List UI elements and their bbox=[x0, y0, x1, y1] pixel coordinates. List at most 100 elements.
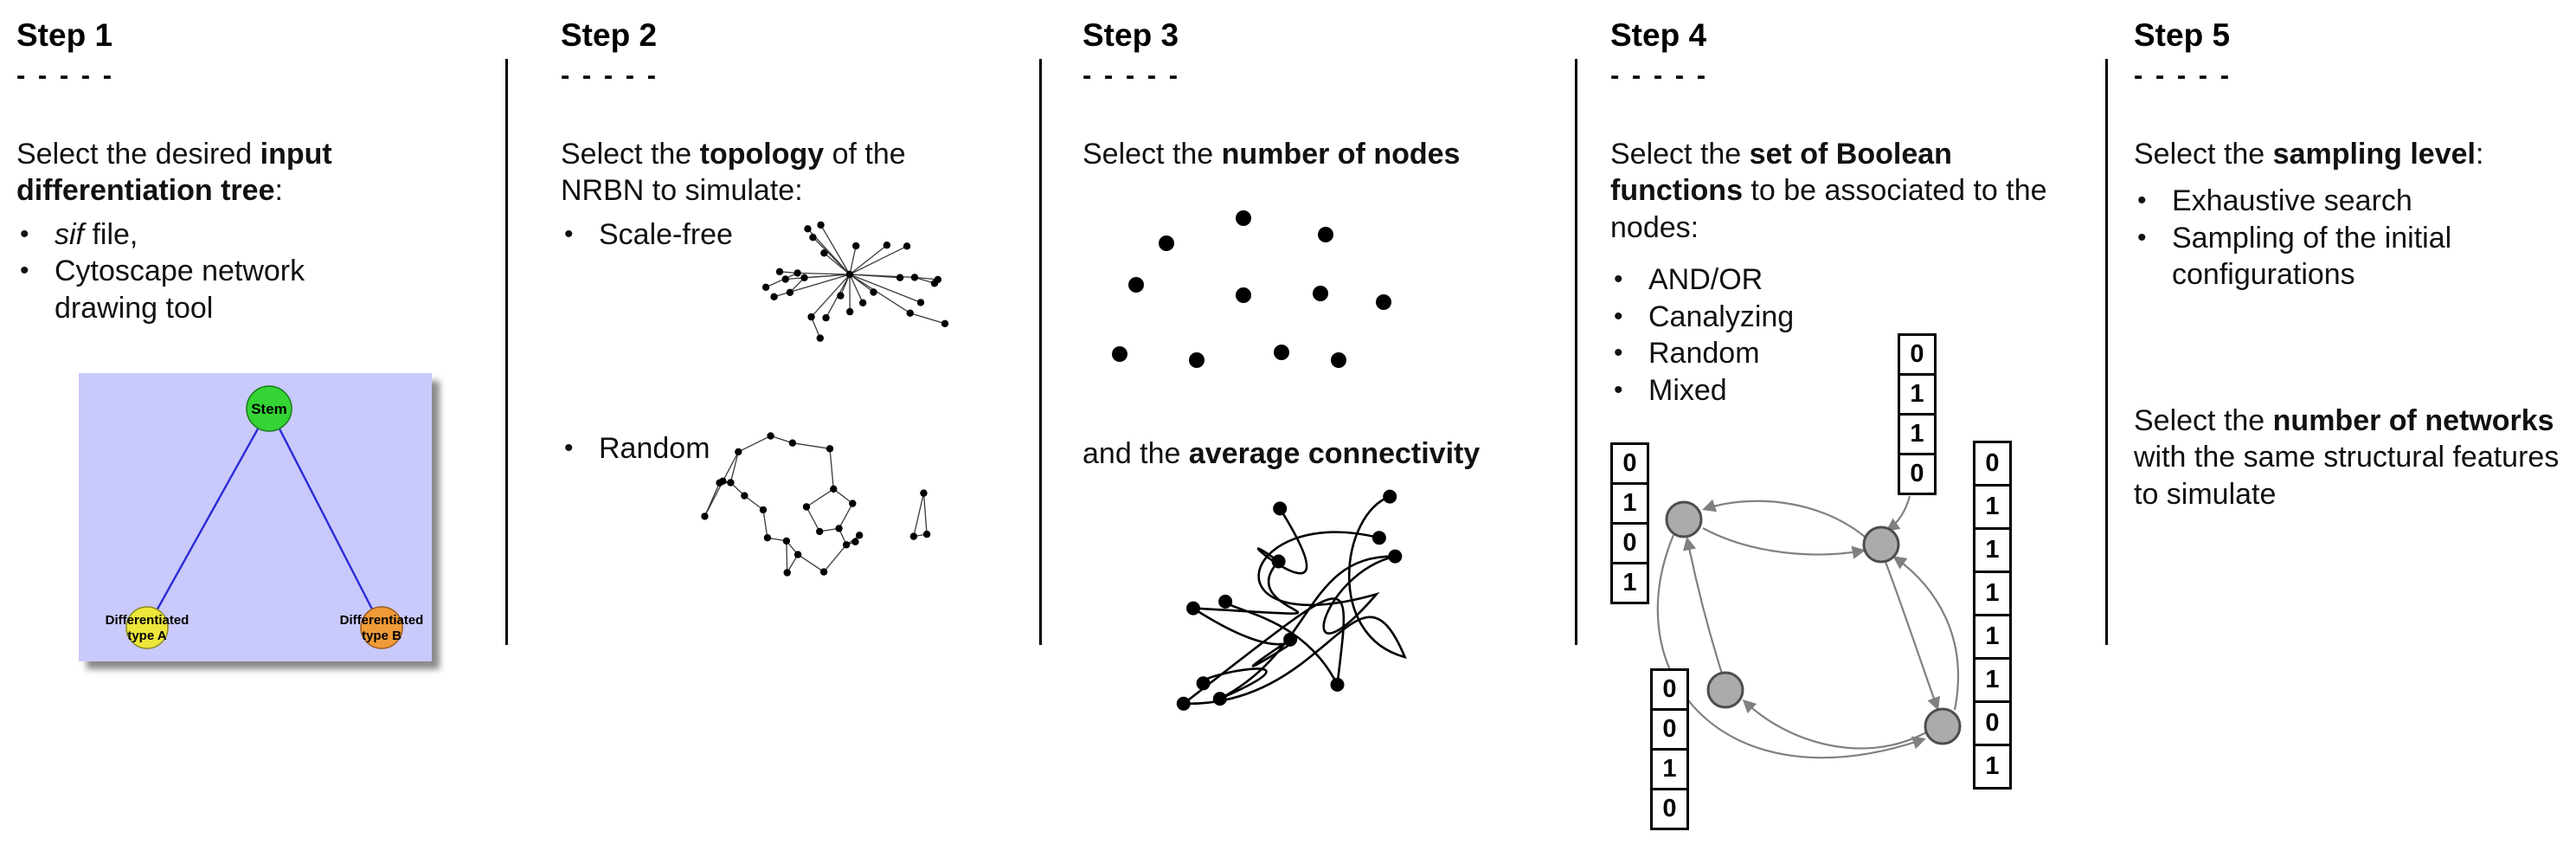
truth-table-cell: 0 bbox=[1610, 442, 1649, 485]
connectivity-tangle-svg bbox=[1176, 489, 1407, 711]
bullet-marker: • bbox=[1614, 265, 1623, 294]
stem-label: Stem bbox=[251, 401, 287, 417]
type-b-label-line1: Differentiated bbox=[340, 613, 424, 628]
step1-title: Step 1 bbox=[16, 17, 113, 53]
step3-column: Step 3 - - - - - Select the number of no… bbox=[1082, 0, 1602, 851]
tree-edge-right bbox=[267, 408, 383, 629]
list-item: •Random bbox=[1610, 335, 2060, 372]
step4-column: Step 4 - - - - - Select the set of Boole… bbox=[1610, 0, 2060, 851]
edge-b-to-a bbox=[1702, 499, 1866, 538]
truth-table-cell: 1 bbox=[1973, 571, 2012, 616]
step1-dashes: - - - - - bbox=[16, 59, 115, 90]
step5-intro-pre: Select the bbox=[2134, 137, 2273, 171]
network-node-d bbox=[1924, 707, 1962, 745]
bullet-marker: • bbox=[1614, 301, 1623, 331]
bullet-marker: • bbox=[20, 219, 29, 248]
truth-table-cell: 1 bbox=[1650, 748, 1689, 790]
list-item: • Exhaustive search bbox=[2134, 183, 2566, 220]
step3-line1-bold: number of nodes bbox=[1221, 137, 1461, 171]
step2-intro-pre: Select the bbox=[561, 137, 700, 171]
step3-line2-bold: average connectivity bbox=[1188, 437, 1481, 471]
type-b-label-line2: type B bbox=[362, 629, 401, 643]
bullet-text: Mixed bbox=[1648, 373, 1727, 407]
nodes-scatter-figure bbox=[1091, 195, 1506, 394]
differentiation-tree-svg: Stem Differentiated type A Differentiate… bbox=[79, 373, 432, 662]
step1-intro-bold: input differentiation tree bbox=[16, 137, 332, 208]
step1-intro: Select the desired input differentiation… bbox=[16, 136, 466, 210]
connectivity-tangle-figure bbox=[1134, 474, 1429, 734]
edge-a-to-b bbox=[1702, 527, 1866, 559]
step5-title: Step 5 bbox=[2134, 17, 2231, 53]
step5-intro-bold: sampling level bbox=[2272, 137, 2476, 171]
step3-line1: Select the number of nodes bbox=[1082, 136, 1602, 173]
truth-table-cell: 1 bbox=[1973, 614, 2012, 660]
bullet-text: sif file, bbox=[55, 216, 466, 254]
list-item: • sif file, bbox=[16, 216, 466, 254]
type-a-label-line2: type A bbox=[127, 629, 166, 643]
step4-intro: Select the set of Boolean functions to b… bbox=[1610, 136, 2060, 247]
network-node-b bbox=[1862, 525, 1900, 564]
bullet-text: Exhaustive search bbox=[2172, 184, 2412, 218]
truth-table-cell: 0 bbox=[1898, 453, 1937, 495]
step4-intro-bold: set of Boolean functions bbox=[1610, 137, 1952, 208]
step5-dashes: - - - - - bbox=[2134, 59, 2232, 90]
edge-d-to-c bbox=[1742, 699, 1927, 750]
random-network-figure bbox=[691, 414, 959, 591]
truth-table-cell: 1 bbox=[1898, 373, 1937, 416]
bullet-marker: • bbox=[564, 219, 574, 248]
step5-para2-pre: Select the bbox=[2134, 403, 2273, 437]
bullet-marker: • bbox=[2137, 186, 2147, 216]
scale-free-network-figure bbox=[718, 177, 978, 385]
truth-table-cell: 0 bbox=[1973, 700, 2012, 746]
step5-column: Step 5 - - - - - Select the sampling lev… bbox=[2134, 0, 2566, 851]
column-divider-1 bbox=[505, 59, 508, 645]
step3-title: Step 3 bbox=[1082, 17, 1179, 53]
step4-intro-post: to be associated to the nodes: bbox=[1610, 174, 2047, 244]
truth-table-cell: 0 bbox=[1650, 708, 1689, 751]
edge-c-to-a bbox=[1682, 536, 1724, 674]
bullet-text: Canalyzing bbox=[1648, 300, 1795, 333]
step3-line2: and the average connectivity bbox=[1082, 435, 1602, 473]
truth-table-cell: 1 bbox=[1973, 527, 2012, 573]
step1-intro-post: : bbox=[274, 174, 283, 208]
bullet-text: Scale-free bbox=[599, 217, 733, 251]
truth-table-cell: 1 bbox=[1973, 744, 2012, 790]
step3-line1-pre: Select the bbox=[1082, 137, 1222, 171]
step1-intro-pre: Select the desired bbox=[16, 137, 260, 171]
list-item: •Random bbox=[561, 430, 967, 467]
truth-table-cell: 0 bbox=[1650, 668, 1689, 711]
truth-table-cell: 1 bbox=[1973, 657, 2012, 703]
edge-d-to-b bbox=[1892, 556, 1959, 711]
tree-edge-left bbox=[145, 408, 271, 629]
scale-free-network-svg bbox=[761, 221, 949, 342]
edge-a-to-d bbox=[1656, 534, 1926, 759]
sif-italic: sif bbox=[55, 217, 84, 251]
step4-dashes: - - - - - bbox=[1610, 59, 1709, 90]
edge-table-to-b bbox=[1885, 495, 1911, 532]
edge-b-to-d bbox=[1884, 561, 1940, 711]
step4-title: Step 4 bbox=[1610, 17, 1707, 53]
column-divider-3 bbox=[1575, 59, 1577, 645]
truth-table-cell: 1 bbox=[1610, 482, 1649, 525]
stem-node bbox=[246, 385, 292, 432]
step1-column: Step 1 - - - - - Select the desired inpu… bbox=[16, 0, 466, 851]
step3-dashes: - - - - - bbox=[1082, 59, 1181, 90]
step2-intro: Select the topology of the NRBN to simul… bbox=[561, 136, 967, 210]
column-divider-4 bbox=[2105, 59, 2108, 645]
bullet-text: Cytoscape network drawing tool bbox=[55, 255, 305, 325]
type-a-label-line1: Differentiated bbox=[106, 613, 190, 628]
step4-bullet-list: • AND/OR • Canalyzing •Random • Mixed bbox=[1610, 261, 2060, 409]
bullet-text: AND/OR bbox=[1648, 263, 1763, 297]
bullet-marker: • bbox=[1614, 375, 1623, 404]
truth-table-cell: 0 bbox=[1898, 333, 1937, 376]
step5-para2-post: with the same structural features to sim… bbox=[2134, 441, 2560, 511]
step2-intro-bold: topology bbox=[699, 137, 825, 171]
column-divider-2 bbox=[1039, 59, 1042, 645]
truth-table-cell: 0 bbox=[1610, 522, 1649, 564]
step3-line2-pre: and the bbox=[1082, 437, 1189, 471]
differentiated-b-node bbox=[360, 606, 403, 649]
